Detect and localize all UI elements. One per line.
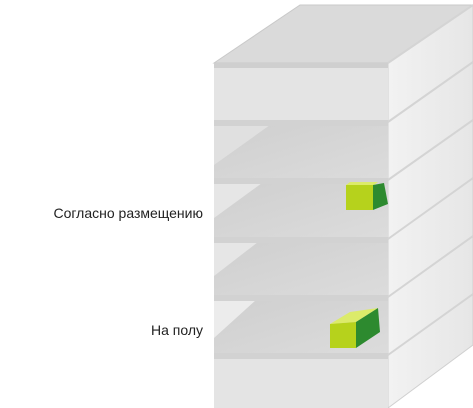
floor-box: [330, 308, 380, 348]
shelf-board-0: [214, 63, 388, 68]
compartment-1-shade: [214, 125, 270, 165]
shelf-board-3: [214, 237, 388, 243]
compartment-3-shade: [214, 242, 258, 276]
compartment-2-shade: [214, 183, 262, 218]
side-shelf-lines: [387, 4, 473, 356]
label-floor: На полу: [150, 322, 203, 338]
label-placement: Согласно размещению: [53, 205, 203, 221]
compartment-4-shade: [214, 300, 256, 338]
shelf-board-4: [214, 295, 388, 301]
shelf-board-2: [214, 178, 388, 184]
shelf-board-5: [214, 353, 388, 359]
shelf-board-1: [214, 120, 388, 126]
rack-side: [387, 4, 473, 408]
placement-box: [346, 182, 388, 210]
